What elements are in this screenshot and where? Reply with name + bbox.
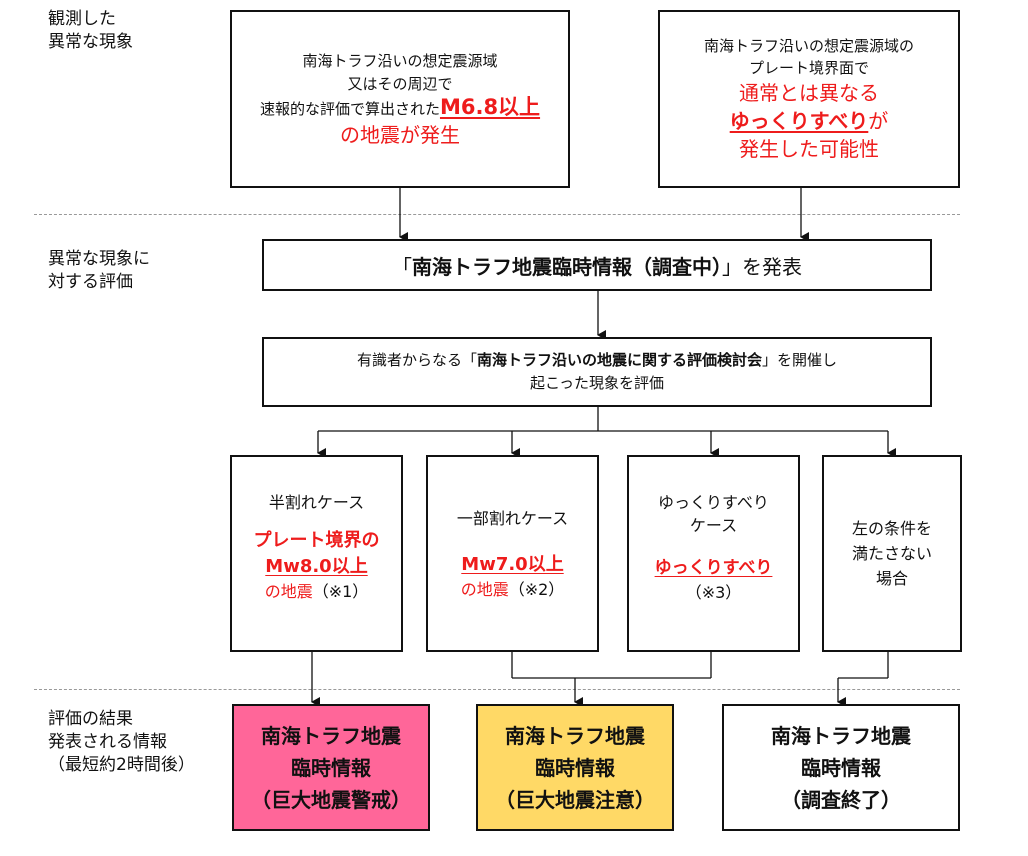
case-2-emph: Mw7.0以上 bbox=[461, 554, 564, 575]
announce-text: 「南海トラフ地震臨時情報（調査中）」を発表 bbox=[392, 251, 802, 280]
observed-earthquake-line1: 南海トラフ沿いの想定震源域 bbox=[302, 51, 498, 70]
magnitude-threshold: M6.8以上 bbox=[439, 94, 541, 119]
observed-slip-line2: プレート境界面で bbox=[748, 59, 869, 77]
result-major-warning-box: 南海トラフ地震 臨時情報 （巨大地震警戒） bbox=[232, 704, 430, 831]
observed-slip-line1: 南海トラフ沿いの想定震源域の bbox=[703, 37, 914, 55]
case-none-box: 左の条件を 満たさない 場合 bbox=[822, 455, 962, 652]
observed-slow-slip-box: 南海トラフ沿いの想定震源域の プレート境界面で 通常とは異なる ゆっくりすべりが… bbox=[658, 10, 960, 188]
stage-label-observed: 観測した 異常な現象 bbox=[48, 9, 133, 52]
stage-label-result: 評価の結果 発表される情報 （最短約2時間後） bbox=[48, 709, 195, 775]
result-3-line1: 南海トラフ地震 bbox=[771, 723, 911, 748]
case-half-rupture-box: 半割れケース プレート境界の Mw8.0以上 の地震（※1） bbox=[230, 455, 403, 652]
committee-line1: 有識者からなる「南海トラフ沿いの地震に関する評価検討会」を開催し bbox=[357, 349, 837, 372]
stage-divider-2 bbox=[34, 689, 960, 690]
stage-divider-1 bbox=[34, 214, 960, 215]
observed-slip-line3: 通常とは異なる bbox=[739, 81, 879, 105]
case-2-title: 一部割れケース bbox=[456, 509, 569, 528]
result-1-line3: （巨大地震警戒） bbox=[251, 787, 411, 812]
case-3-emph: ゆっくりすべり bbox=[654, 558, 773, 578]
result-2-line1: 南海トラフ地震 bbox=[505, 723, 645, 748]
case-partial-rupture-box: 一部割れケース Mw7.0以上 の地震（※2） bbox=[426, 455, 599, 652]
observed-earthquake-box: 南海トラフ沿いの想定震源域 又はその周辺で 速報的な評価で算出されたM6.8以上… bbox=[230, 10, 570, 188]
case-1-title: 半割れケース bbox=[268, 493, 365, 512]
case-4-line3: 場合 bbox=[875, 569, 908, 588]
result-1-line2: 臨時情報 bbox=[291, 755, 371, 780]
case-2-red-tail: の地震 bbox=[460, 580, 509, 599]
slow-slip-emphasis: ゆっくりすべり bbox=[729, 109, 869, 133]
result-investigation-ended-box: 南海トラフ地震 臨時情報 （調査終了） bbox=[722, 704, 960, 831]
committee-line2: 起こった現象を評価 bbox=[530, 374, 664, 392]
committee-pre: 有識者からなる「 bbox=[356, 351, 477, 369]
case-1-emph-1: プレート境界の bbox=[253, 530, 380, 551]
evaluation-committee-box: 有識者からなる「南海トラフ沿いの地震に関する評価検討会」を開催し 起こった現象を… bbox=[262, 337, 932, 407]
case-3-title-2: ケース bbox=[689, 516, 738, 535]
announce-info-name: 南海トラフ地震臨時情報（調査中） bbox=[412, 254, 722, 279]
observed-earthquake-line3: 速報的な評価で算出されたM6.8以上 bbox=[259, 94, 541, 121]
result-1-line1: 南海トラフ地震 bbox=[261, 723, 401, 748]
case-3-title-1: ゆっくりすべり bbox=[658, 493, 769, 512]
result-3-line2: 臨時情報 bbox=[801, 755, 881, 780]
case-2-tail: の地震（※2） bbox=[461, 578, 565, 601]
observed-earthquake-line4: の地震が発生 bbox=[340, 122, 460, 147]
case-4-line1: 左の条件を bbox=[851, 519, 932, 538]
observed-earthquake-line3-text: 速報的な評価で算出された bbox=[259, 99, 440, 118]
case-4-line2: 満たさない bbox=[851, 544, 932, 563]
observed-earthquake-line2: 又はその周辺で bbox=[347, 74, 453, 93]
case-2-note: （※2） bbox=[508, 580, 565, 599]
observed-slip-line5: 発生した可能性 bbox=[739, 137, 879, 161]
case-1-emph-2: Mw8.0以上 bbox=[265, 556, 368, 577]
stage-label-evaluation: 異常な現象に 対する評価 bbox=[48, 249, 150, 292]
announce-tail: 」を発表 bbox=[722, 254, 802, 279]
result-2-line2: 臨時情報 bbox=[535, 755, 615, 780]
committee-post: 」を開催し bbox=[762, 351, 838, 369]
result-2-line3: （巨大地震注意） bbox=[495, 787, 655, 812]
case-1-red-tail: の地震 bbox=[264, 582, 313, 601]
result-3-line3: （調査終了） bbox=[781, 787, 901, 812]
committee-name: 南海トラフ沿いの地震に関する評価検討会 bbox=[476, 351, 762, 369]
case-3-note: （※3） bbox=[685, 583, 742, 602]
announce-open-bracket: 「 bbox=[392, 254, 412, 279]
result-major-advisory-box: 南海トラフ地震 臨時情報 （巨大地震注意） bbox=[476, 704, 674, 831]
observed-slip-line4-tail: が bbox=[868, 109, 889, 133]
case-1-tail: の地震（※1） bbox=[265, 580, 369, 603]
observed-slip-line4: ゆっくりすべりが bbox=[730, 107, 889, 135]
announce-investigating-box: 「南海トラフ地震臨時情報（調査中）」を発表 bbox=[262, 239, 932, 291]
case-slow-slip-box: ゆっくりすべり ケース ゆっくりすべり （※3） bbox=[627, 455, 800, 652]
case-1-note: （※1） bbox=[312, 582, 369, 601]
